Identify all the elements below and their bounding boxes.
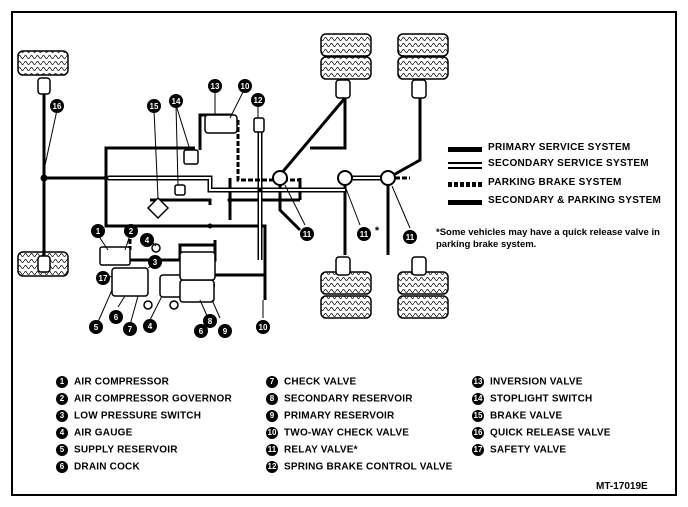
diagram-frame <box>11 11 677 496</box>
callouts: 16 15 14 13 10 12 1 2 4 3 17 5 6 7 4 8 6… <box>50 79 417 338</box>
callout-4b: 4 <box>143 319 157 333</box>
brake-chambers <box>37 77 427 276</box>
callout-12: 12 <box>251 93 265 107</box>
primary-lines <box>42 94 422 300</box>
svg-text:5: 5 <box>94 323 99 332</box>
callout-10a: 10 <box>238 79 252 93</box>
svg-text:10: 10 <box>241 82 250 91</box>
legend-primary: PRIMARY SERVICE SYSTEM <box>488 142 631 153</box>
svg-text:6: 6 <box>114 313 119 322</box>
callout-6a: 6 <box>109 310 123 324</box>
relay-valves <box>272 170 396 186</box>
callout-11a: 11 <box>300 227 314 241</box>
callout-10b: 10 <box>256 320 270 334</box>
svg-text:9: 9 <box>223 327 228 336</box>
callout-17: 17 <box>96 271 110 285</box>
legend-secondary-parking: SECONDARY & PARKING SYSTEM <box>488 195 662 206</box>
legend-swatch-secondary <box>448 162 482 169</box>
callout-8: 8 <box>203 314 217 328</box>
svg-text:14: 14 <box>172 97 181 106</box>
svg-text:10: 10 <box>259 323 268 332</box>
callout-4a: 4 <box>140 233 154 247</box>
svg-text:17: 17 <box>99 274 108 283</box>
legend-swatch-parking <box>448 182 482 187</box>
callout-6b: 6 <box>194 324 208 338</box>
svg-text:4: 4 <box>148 322 153 331</box>
callout-16: 16 <box>50 99 64 113</box>
callout-1: 1 <box>91 224 105 238</box>
callout-11b-star: * <box>375 225 380 237</box>
svg-text:3: 3 <box>153 258 158 267</box>
callout-13: 13 <box>208 79 222 93</box>
svg-text:13: 13 <box>211 82 220 91</box>
svg-text:1: 1 <box>96 227 101 236</box>
legend-swatch-secondary-parking <box>448 200 482 205</box>
tires-rear-2 <box>397 33 449 319</box>
figure-id: MT-17019E <box>596 481 648 492</box>
legend-parking: PARKING BRAKE SYSTEM <box>488 177 622 188</box>
callout-3: 3 <box>148 255 162 269</box>
svg-text:4: 4 <box>145 236 150 245</box>
callout-11b: 11 <box>357 227 371 241</box>
tires-rear-1 <box>320 33 372 319</box>
callout-15: 15 <box>147 99 161 113</box>
callout-11c: 11 <box>403 230 417 244</box>
svg-text:2: 2 <box>129 227 134 236</box>
svg-text:7: 7 <box>128 325 133 334</box>
legend-swatch-primary <box>448 147 482 152</box>
svg-text:16: 16 <box>53 102 62 111</box>
junction-dots <box>40 174 263 229</box>
svg-text:11: 11 <box>360 230 369 239</box>
callout-9: 9 <box>218 324 232 338</box>
component-shapes <box>99 114 265 310</box>
footnote: *Some vehicles may have a quick release … <box>436 227 660 250</box>
legend-secondary: SECONDARY SERVICE SYSTEM <box>488 158 649 169</box>
svg-text:11: 11 <box>303 230 312 239</box>
svg-text:15: 15 <box>150 102 159 111</box>
callout-2: 2 <box>124 224 138 238</box>
svg-text:11: 11 <box>406 233 415 242</box>
callout-7: 7 <box>123 322 137 336</box>
callout-5: 5 <box>89 320 103 334</box>
svg-text:6: 6 <box>199 327 204 336</box>
svg-text:12: 12 <box>254 96 263 105</box>
callout-14: 14 <box>169 94 183 108</box>
svg-text:8: 8 <box>208 317 213 326</box>
